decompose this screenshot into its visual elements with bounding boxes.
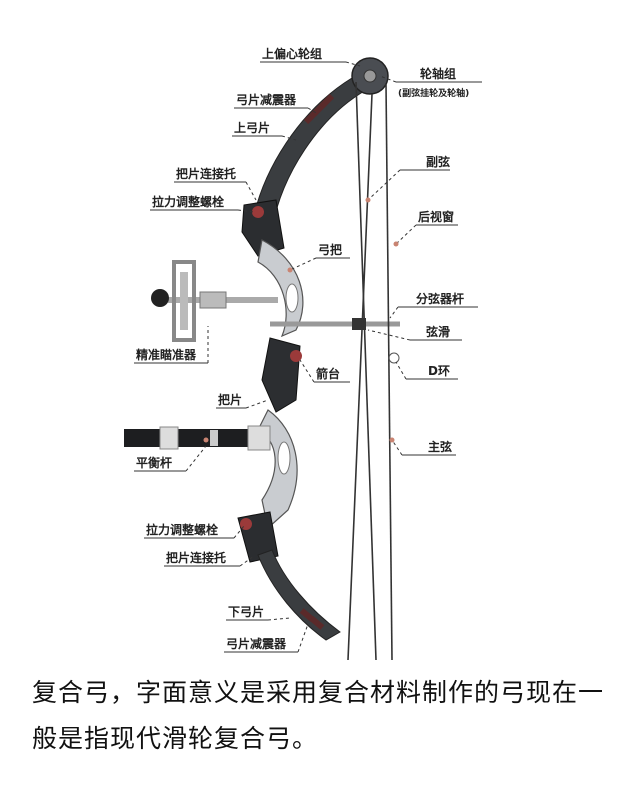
label-limb-damper-bottom: 弓片减震器 [224, 623, 309, 653]
label-tiller-bolt-top: 拉力调整螺栓 [150, 194, 255, 213]
label-grip: 把片 [216, 392, 269, 409]
label-stabilizer: 平衡杆 [134, 437, 209, 472]
svg-text:弓片减震器: 弓片减震器 [226, 636, 287, 651]
svg-text:弓把: 弓把 [318, 242, 342, 257]
arrow-rest-knob [290, 350, 302, 362]
label-sight: 精准瞄准器 [134, 326, 209, 364]
lower-limb-shape [257, 549, 341, 641]
svg-text:后视窗: 后视窗 [418, 209, 454, 224]
svg-text:平衡杆: 平衡杆 [136, 455, 172, 470]
label-lower-limb: 下弓片 [226, 604, 291, 621]
grip-shape [261, 337, 301, 413]
svg-text:轮轴组: 轮轴组 [420, 66, 456, 81]
lower-limb-damper [299, 608, 325, 630]
svg-text:拉力调整螺栓: 拉力调整螺栓 [146, 522, 218, 537]
main-string [385, 83, 393, 660]
buss-cable-a [355, 81, 377, 660]
svg-text:主弦: 主弦 [428, 439, 452, 454]
label-cable-slide: 弦滑 [367, 324, 462, 341]
buss-cable-b [347, 93, 373, 660]
label-limb-pocket-bottom: 把片连接托 [164, 550, 255, 567]
svg-text:把片连接托: 把片连接托 [166, 550, 226, 565]
label-limb-damper: 弓片减震器 [234, 92, 319, 115]
svg-text:分弦器杆: 分弦器杆 [416, 291, 464, 306]
compound-bow-diagram: 上偏心轮组 弓片减震器 上弓片 把片连接托 拉力调整螺栓 弓把 精准瞄准器 箭台 [124, 46, 482, 660]
label-buss-cable: 副弦 [365, 154, 450, 203]
svg-text:上偏心轮组: 上偏心轮组 [262, 46, 322, 61]
svg-text:D环: D环 [428, 364, 450, 378]
label-arrow-rest: 箭台 [299, 359, 350, 383]
caption-text: 复合弓，字面意义是采用复合材料制作的弓现在一般是指现代滑轮复合弓。 [32, 678, 605, 753]
label-upper-limb: 上弓片 [232, 120, 297, 141]
svg-text:拉力调整螺栓: 拉力调整螺栓 [152, 194, 224, 209]
svg-text:弓片减震器: 弓片减震器 [236, 92, 297, 107]
label-axle-assembly: 轮轴组 (副弦挂轮及轮轴) [379, 66, 482, 99]
label-upper-cam: 上偏心轮组 [260, 46, 361, 67]
label-tiller-bolt-bottom: 拉力调整螺栓 [144, 522, 245, 539]
svg-text:把片连接托: 把片连接托 [176, 166, 236, 181]
svg-text:副弦: 副弦 [426, 154, 450, 169]
d-loop [388, 352, 400, 364]
label-riser: 弓把 [287, 242, 350, 273]
stabilizer-rod [124, 425, 271, 451]
label-limb-pocket-top: 把片连接托 [174, 166, 257, 201]
svg-text:弦滑: 弦滑 [426, 324, 450, 339]
label-peep-sight: 后视窗 [393, 209, 458, 247]
label-cable-guard: 分弦器杆 [389, 291, 478, 319]
svg-text:把片: 把片 [218, 392, 242, 407]
sight-assembly [151, 260, 278, 342]
svg-text:上弓片: 上弓片 [234, 120, 270, 135]
label-main-string: 主弦 [389, 437, 456, 456]
bow-illustration [124, 57, 400, 660]
label-d-loop: D环 [395, 361, 458, 380]
svg-text:精准瞄准器: 精准瞄准器 [136, 347, 197, 362]
svg-text:(副弦挂轮及轮轴): (副弦挂轮及轮轴) [398, 87, 469, 99]
svg-text:下弓片: 下弓片 [228, 604, 264, 619]
svg-text:箭台: 箭台 [316, 366, 340, 381]
